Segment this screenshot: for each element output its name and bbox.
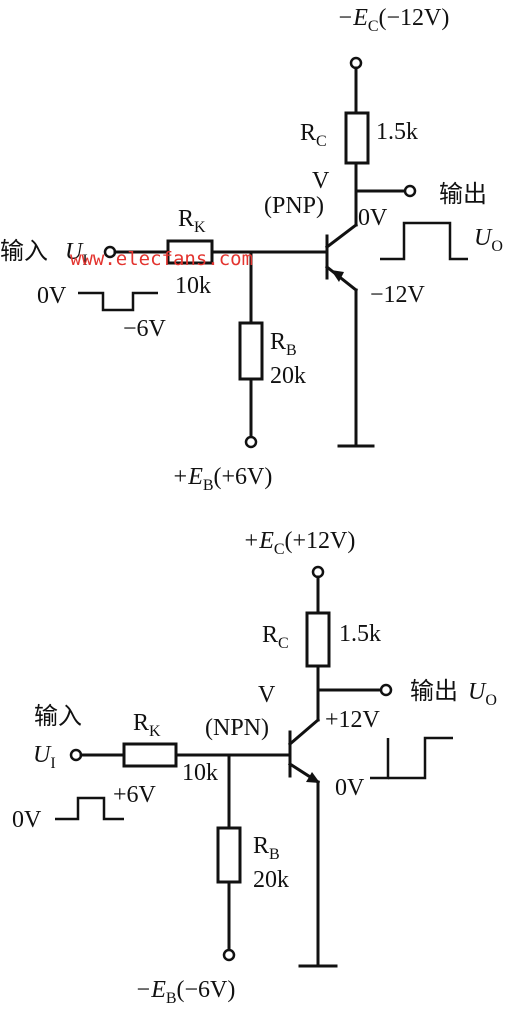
top-transistor-name: V <box>312 168 330 194</box>
bottom-input-high-level: +6V <box>113 782 157 808</box>
top-output-low-level: −12V <box>370 282 426 308</box>
bottom-output-label: 输出 <box>410 677 458 705</box>
bottom-bias-terminal <box>222 948 236 962</box>
bottom-input-low-level: 0V <box>12 807 42 833</box>
top-input-waveform <box>78 291 158 312</box>
bottom-rc-label: RC <box>262 622 289 652</box>
top-output-waveform <box>380 221 468 261</box>
top-rb-label: RB <box>270 329 297 359</box>
watermark: www.elecfans.com <box>70 248 253 270</box>
bottom-rk-resistor <box>122 742 178 768</box>
bottom-bias-label: −EB(−6V) <box>135 977 235 1007</box>
pnp-circuit: −EC(−12V) RC 1.5k V (PNP) 输出 UO 0V −12V … <box>0 5 503 494</box>
top-emitter-arrow-icon <box>331 270 344 282</box>
bottom-transistor-name: V <box>258 682 276 708</box>
npn-circuit: +EC(+12V) RC 1.5k V (NPN) 输出 UO +12V 0V … <box>12 528 497 1007</box>
top-rk-label: RK <box>178 206 206 236</box>
top-input-label: 输入 <box>0 237 48 265</box>
top-rc-value: 1.5k <box>376 119 418 145</box>
top-bias-label: +EB(+6V) <box>172 464 272 494</box>
bottom-output-waveform <box>370 738 390 780</box>
top-rk-value: 10k <box>175 273 211 299</box>
bottom-output-waveform-right <box>388 736 453 780</box>
bottom-supply-label: +EC(+12V) <box>243 528 355 558</box>
top-input-low-level: −6V <box>123 316 167 342</box>
bottom-transistor-collector <box>287 717 321 747</box>
top-output-signal: UO <box>474 225 503 255</box>
bottom-output-high-level: +12V <box>325 707 381 733</box>
top-input-high-level: 0V <box>37 283 67 309</box>
bottom-transistor-type: (NPN) <box>205 715 269 741</box>
bottom-rk-value: 10k <box>182 760 218 786</box>
bottom-rc-resistor <box>305 611 331 668</box>
bottom-input-waveform <box>55 796 124 821</box>
top-rb-value: 20k <box>270 363 306 389</box>
bottom-output-low-level: 0V <box>335 775 365 801</box>
bottom-output-terminal <box>379 683 393 697</box>
top-bias-terminal <box>244 435 258 449</box>
bottom-rk-label: RK <box>133 710 161 740</box>
top-rc-resistor <box>344 111 370 165</box>
top-output-label: 输出 <box>439 180 487 208</box>
bottom-rb-value: 20k <box>253 867 289 893</box>
bottom-input-label: 输入 <box>34 702 82 730</box>
bottom-emitter-arrow-icon <box>306 772 320 783</box>
bottom-rc-value: 1.5k <box>339 621 381 647</box>
top-input-signal: UI <box>65 239 88 269</box>
top-transistor-collector <box>324 222 359 250</box>
top-transistor-type: (PNP) <box>264 193 324 219</box>
bottom-input-signal: UI <box>33 742 56 772</box>
top-rb-resistor <box>238 321 264 381</box>
bottom-rb-resistor <box>216 826 242 884</box>
top-output-high-level: 0V <box>358 205 388 231</box>
bottom-output-signal: UO <box>468 679 497 709</box>
bottom-rb-label: RB <box>253 833 280 863</box>
top-rc-label: RC <box>300 120 327 150</box>
top-output-terminal <box>403 184 417 198</box>
top-supply-label: −EC(−12V) <box>337 5 449 35</box>
